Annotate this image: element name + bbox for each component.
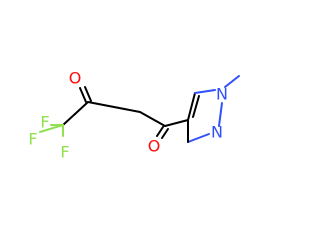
atom-f1: F [40,113,49,132]
bond-c4-ring [164,119,189,127]
structure-diagram: O O F F F N N [28,69,240,162]
atom-f2: F [60,143,69,162]
bond-cf3-c2 [74,101,89,115]
bond-ring-n2-c3 [187,133,210,143]
bond-c3-c4 [139,111,166,127]
bond-c4-o2 [156,126,164,137]
atom-o2: O [148,137,161,156]
bond-c4-o2 [161,128,169,139]
atom-f3: F [28,130,37,149]
atom-n2: N [211,123,223,142]
atom-n1: N [216,85,228,104]
bond-ring-c4-c5 [187,92,196,121]
bond-n1-methyl [224,75,240,88]
bond-c-f3 [39,124,64,133]
bond-ring-c4-c5 [192,95,200,118]
bond-ring-c5-n1 [194,89,216,94]
atom-o1: O [69,69,82,88]
bond-c2-o1 [84,86,92,102]
bond-ring-n1-n2 [218,102,223,127]
bond-cf3-c2 [62,113,76,126]
bond-c2-o1 [79,87,87,103]
bond-c2-c3 [87,101,141,113]
